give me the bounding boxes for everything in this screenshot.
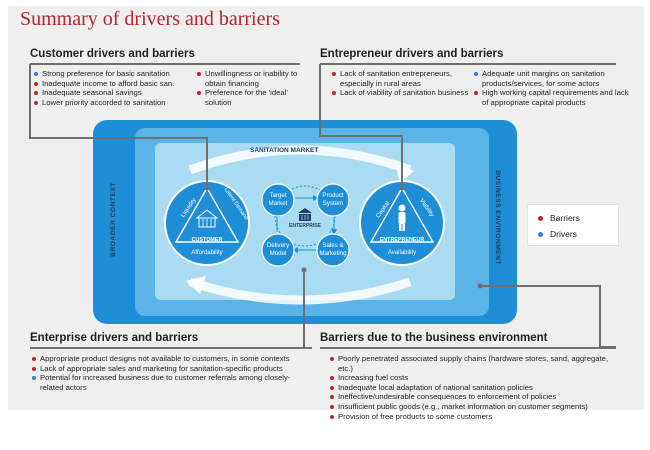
customer-heading: Customer drivers and barriers bbox=[30, 48, 195, 60]
entrepreneur-rule bbox=[320, 63, 616, 65]
node-line-2: System bbox=[322, 200, 344, 207]
barrier-item: Provision of free products to some custo… bbox=[330, 412, 620, 422]
node-sales-marketing bbox=[316, 233, 350, 267]
barrier-item: Unwillingness or inability to obtain fin… bbox=[197, 69, 309, 88]
broader-context-label: BROADER CONTEXT bbox=[109, 182, 117, 257]
node-line-2: Model bbox=[269, 250, 287, 257]
driver-item: Potential for increased business due to … bbox=[32, 373, 310, 392]
entrepreneur-availability: Availability bbox=[387, 250, 417, 256]
node-product-system bbox=[316, 183, 350, 217]
house-icon bbox=[195, 209, 219, 228]
enterprise-building-icon bbox=[298, 208, 312, 221]
barrier-item: Lower priority accorded to sanitation bbox=[34, 98, 199, 108]
barrier-item: High working capital requirements and la… bbox=[474, 88, 634, 107]
barrier-item: Increasing fuel costs bbox=[330, 373, 620, 383]
barrier-item: Lack of sanitation entrepreneurs, especi… bbox=[332, 69, 474, 88]
barrier-item: Inadequate local adaptation of national … bbox=[330, 383, 620, 393]
barrier-item: Lack of appropriate sales and marketing … bbox=[32, 364, 310, 374]
business-env-rule bbox=[320, 347, 616, 349]
page-title: Summary of drivers and barriers bbox=[20, 8, 280, 30]
legend: Barriers Drivers bbox=[527, 204, 619, 246]
enterprise-connector-dot bbox=[301, 267, 307, 273]
enterprise-list: Appropriate product designs not availabl… bbox=[32, 354, 310, 392]
business-env-heading: Barriers due to the business environment bbox=[320, 332, 548, 344]
barrier-item: Insufficient public goods (e.g., market … bbox=[330, 402, 620, 412]
node-delivery-model bbox=[261, 233, 295, 267]
node-line-2: Marketing bbox=[319, 250, 347, 257]
customer-connector bbox=[29, 64, 208, 188]
node-line-1: Target bbox=[269, 192, 287, 199]
node-line-1: Sales & bbox=[322, 242, 344, 249]
legend-drivers: Drivers bbox=[538, 229, 577, 239]
legend-barriers: Barriers bbox=[538, 213, 580, 223]
entrepreneur-label: ENTREPRENEUR bbox=[379, 237, 425, 243]
bottom-flow-arc bbox=[188, 277, 412, 305]
driver-dot-icon bbox=[538, 231, 543, 237]
enterprise-heading: Enterprise drivers and barriers bbox=[30, 332, 199, 344]
driver-item: Adequate unit margins on sanitation prod… bbox=[474, 69, 634, 88]
node-line-1: Delivery bbox=[266, 242, 290, 249]
customer-label: CUSTOMER bbox=[191, 237, 223, 243]
enterprise-rule bbox=[30, 347, 312, 349]
business-env-list: Poorly penetrated associated supply chai… bbox=[330, 354, 620, 421]
customer-affordability: Affordability bbox=[191, 250, 223, 256]
person-icon bbox=[398, 204, 406, 231]
node-line-2: Market bbox=[268, 200, 288, 207]
sanitation-market-label: SANITATION MARKET bbox=[250, 147, 319, 154]
legend-drivers-label: Drivers bbox=[550, 229, 577, 239]
customer-rule bbox=[30, 63, 300, 65]
customer-connector-dot bbox=[204, 185, 210, 191]
sanitation-market-box bbox=[155, 143, 455, 300]
business-env-connector-dot bbox=[477, 283, 483, 289]
business-environment-label: BUSINESS ENVIRONMENT bbox=[493, 170, 501, 265]
node-line-1: Product bbox=[322, 192, 344, 199]
barrier-item: Inadequate seasonal savings bbox=[34, 88, 199, 98]
barrier-item: Ineffective/undesirable consequences to … bbox=[330, 392, 620, 402]
customer-list-2: Unwillingness or inability to obtain fin… bbox=[197, 69, 309, 107]
entrepreneur-heading: Entrepreneur drivers and barriers bbox=[320, 48, 504, 60]
entrepreneur-list-2: Adequate unit margins on sanitation prod… bbox=[474, 69, 634, 107]
business-env-connector bbox=[480, 285, 616, 348]
top-arrow-head bbox=[396, 165, 414, 183]
entrepreneur-connector bbox=[319, 64, 403, 188]
enterprise-node-sales-label: Sales &Marketing bbox=[313, 242, 353, 258]
legend-barriers-label: Barriers bbox=[550, 213, 580, 223]
barrier-item: Poorly penetrated associated supply chai… bbox=[330, 354, 620, 373]
barrier-item: Preference for the 'ideal' solution bbox=[197, 88, 309, 107]
entrepreneur-connector-dot bbox=[399, 185, 405, 191]
customer-triangle bbox=[174, 186, 240, 243]
bottom-arrow-head bbox=[186, 276, 206, 294]
driver-item: Strong preference for basic sanitation bbox=[34, 69, 199, 79]
barrier-item: Appropriate product designs not availabl… bbox=[32, 354, 310, 364]
barrier-dot-icon bbox=[538, 215, 543, 221]
barrier-item: Lack of viability of sanitation business bbox=[332, 88, 474, 98]
top-flow-arc bbox=[188, 145, 412, 175]
barrier-item: Inadequate income to afford basic san. bbox=[34, 79, 199, 89]
enterprise-label: ENTERPRISE bbox=[289, 223, 321, 229]
entrepreneur-list-1: Lack of sanitation entrepreneurs, especi… bbox=[332, 69, 474, 98]
entrepreneur-triangle bbox=[369, 186, 435, 243]
node-target-market bbox=[261, 183, 295, 217]
